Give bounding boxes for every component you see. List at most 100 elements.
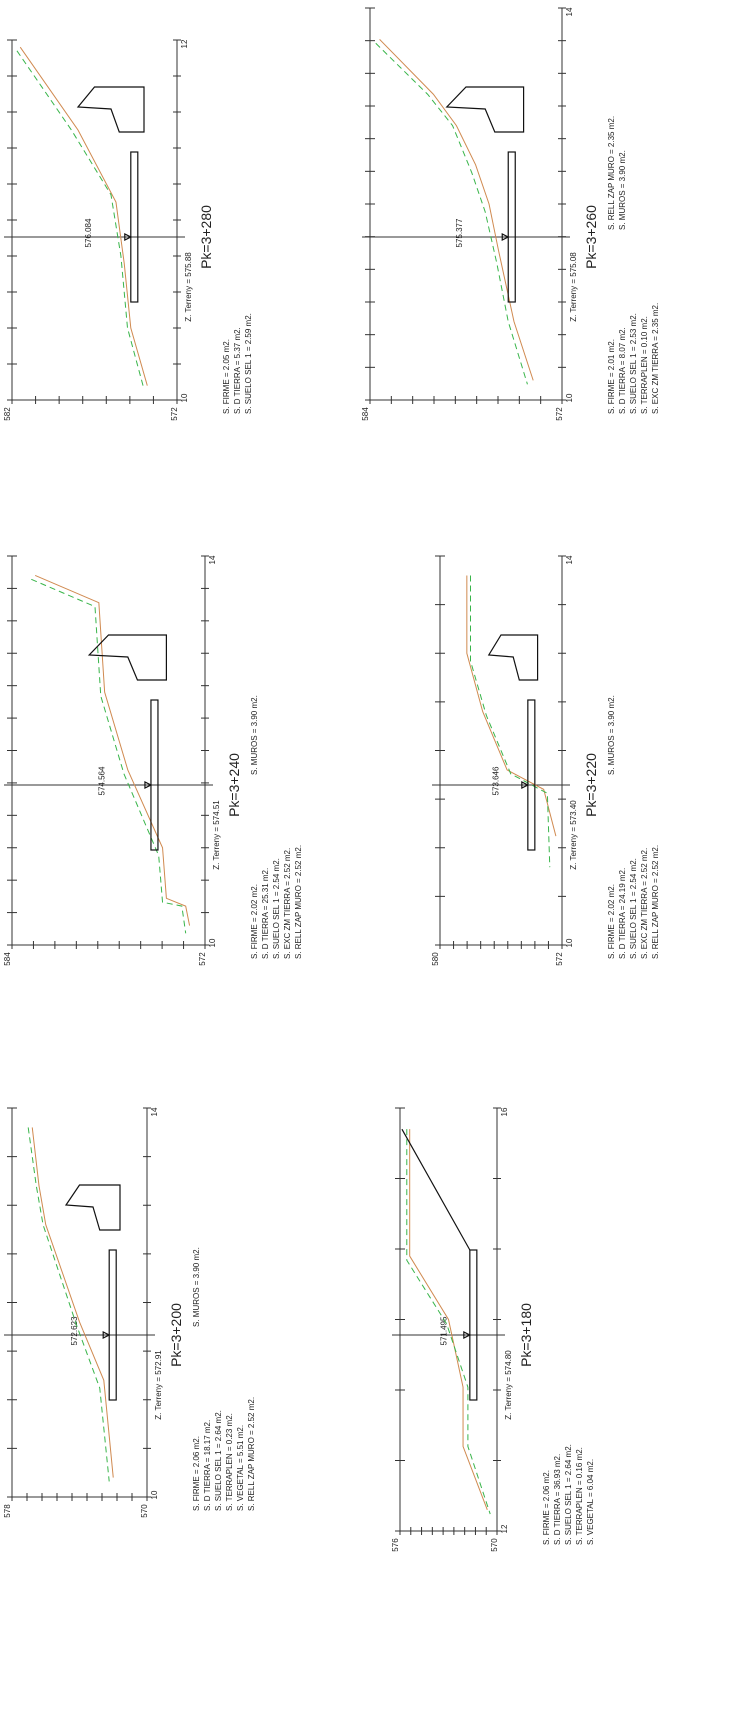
- area-line: S. EXC ZM TIERRA = 2.35 m2.: [651, 303, 660, 414]
- area-line: S. FIRME = 2.06 m2.: [542, 1470, 551, 1545]
- y-min-label: 572: [198, 952, 207, 966]
- road-platform: [130, 151, 139, 303]
- x-max-label: 14: [565, 7, 574, 16]
- x-max-label: 16: [500, 1107, 509, 1116]
- area-line: S. MUROS = 3.90 m2.: [618, 150, 627, 230]
- area-line: S. D TIERRA = 25.31 m2.: [261, 868, 270, 959]
- terrain-line: [31, 1127, 114, 1478]
- area-line: S. RELL ZAP MURO = 2.52 m2.: [247, 1397, 256, 1511]
- area-line: S. EXC ZM TIERRA = 2.52 m2.: [283, 848, 292, 959]
- retaining-wall: [445, 86, 525, 133]
- z-terreny-label: Z. Terreny = 572.91: [154, 1350, 163, 1420]
- x-min-label: 12: [500, 1524, 509, 1533]
- y-max-label: 584: [361, 407, 370, 421]
- area-line: S. TERRAPLEN = 0.16 m2.: [575, 1447, 584, 1545]
- x-min-label: 10: [565, 938, 574, 947]
- road-platform: [108, 1249, 117, 1401]
- subgrade-line: [470, 575, 551, 868]
- y-min-label: 572: [555, 952, 564, 966]
- pk-title: Pk=3+280: [198, 205, 214, 269]
- terrain-line: [34, 574, 191, 926]
- area-line: S. FIRME = 2.02 m2.: [607, 884, 616, 959]
- retaining-wall: [64, 1184, 121, 1231]
- area-line: S. SUELO SEL 1 = 2.64 m2.: [214, 1410, 223, 1511]
- area-line: S. VEGETAL = 5.51 m2.: [236, 1425, 245, 1511]
- area-line: S. D TIERRA = 36.93 m2.: [553, 1454, 562, 1545]
- area-line: S. TERRAPLEN = 0.23 m2.: [225, 1413, 234, 1511]
- z-terreny-label: Z. Terreny = 574.51: [212, 800, 221, 870]
- area-line: S. D TIERRA = 5.37 m2.: [233, 327, 242, 414]
- rasante-marker: [144, 781, 153, 789]
- z-terreny-label: Z. Terreny = 575.08: [569, 252, 578, 322]
- terrain-line: [19, 46, 148, 386]
- x-max-label: 14: [208, 555, 217, 564]
- terrain-line: [379, 39, 534, 381]
- y-max-label: 578: [3, 1504, 12, 1518]
- area-line: S. RELL ZAP MURO = 2.35 m2.: [607, 116, 616, 230]
- subgrade-line: [406, 1129, 491, 1515]
- x-max-label: 14: [150, 1107, 159, 1116]
- x-max-label: 12: [180, 39, 189, 48]
- rasante-label: 572.623: [70, 1316, 79, 1345]
- z-terreny-label: Z. Terreny = 575.88: [184, 252, 193, 322]
- x-min-label: 10: [150, 1490, 159, 1499]
- area-line: S. SUELO SEL 1 = 2.59 m2.: [244, 313, 253, 414]
- subgrade-line: [375, 42, 528, 385]
- area-line: S. RELL ZAP MURO = 2.52 m2.: [651, 845, 660, 959]
- area-line: S. RELL ZAP MURO = 2.52 m2.: [294, 845, 303, 959]
- area-line: S. VEGETAL = 6.04 m2.: [586, 1459, 595, 1545]
- y-max-label: 584: [3, 952, 12, 966]
- area-line: S. SUELO SEL 1 = 2.54 m2.: [272, 858, 281, 959]
- retaining-wall: [76, 86, 145, 133]
- area-line: S. FIRME = 2.05 m2.: [222, 339, 231, 414]
- retaining-wall: [487, 634, 539, 681]
- retaining-wall: [87, 634, 167, 681]
- area-line: S. D TIERRA = 24.19 m2.: [618, 868, 627, 959]
- x-min-label: 10: [180, 393, 189, 402]
- area-line: S. SUELO SEL 1 = 2.53 m2.: [629, 313, 638, 414]
- rasante-label: 576.084: [84, 218, 93, 247]
- rasante-marker: [521, 781, 530, 789]
- area-line: S. EXC ZM TIERRA = 2.52 m2.: [640, 848, 649, 959]
- rasante-marker: [463, 1331, 472, 1339]
- road-platform: [527, 699, 536, 851]
- area-line: S. TERRAPLEN = 0.10 m2.: [640, 316, 649, 414]
- road-platform: [507, 151, 516, 303]
- rasante-label: 574.564: [98, 766, 107, 795]
- rasante-marker: [102, 1331, 111, 1339]
- y-max-label: 580: [431, 952, 440, 966]
- terrain-line: [466, 575, 557, 837]
- area-line: S. FIRME = 2.01 m2.: [607, 339, 616, 414]
- y-max-label: 582: [3, 407, 12, 421]
- area-line: S. D TIERRA = 8.07 m2.: [618, 327, 627, 414]
- y-min-label: 570: [490, 1538, 499, 1552]
- z-terreny-label: Z. Terreny = 574.80: [504, 1350, 513, 1420]
- pk-title: Pk=3+260: [583, 205, 599, 269]
- cut-slope: [401, 1128, 471, 1251]
- area-line: S. FIRME = 2.02 m2.: [250, 884, 259, 959]
- area-line: S. MUROS = 3.90 m2.: [250, 695, 259, 775]
- subgrade-line: [16, 50, 145, 390]
- road-platform: [150, 699, 159, 851]
- y-min-label: 572: [170, 407, 179, 421]
- y-min-label: 572: [555, 407, 564, 421]
- rasante-label: 571.495: [440, 1316, 449, 1345]
- rasante-label: 575.377: [455, 218, 464, 247]
- pk-title: Pk=3+200: [168, 1303, 184, 1367]
- z-terreny-label: Z. Terreny = 573.40: [569, 800, 578, 870]
- terrain-line: [409, 1129, 488, 1511]
- subgrade-line: [31, 578, 187, 934]
- pk-title: Pk=3+240: [226, 753, 242, 817]
- subgrade-line: [27, 1127, 110, 1482]
- x-min-label: 10: [208, 938, 217, 947]
- rasante-marker: [124, 233, 133, 241]
- area-line: S. FIRME = 2.06 m2.: [192, 1436, 201, 1511]
- area-line: S. SUELO SEL 1 = 2.54 m2.: [629, 858, 638, 959]
- area-line: S. MUROS = 3.90 m2.: [607, 695, 616, 775]
